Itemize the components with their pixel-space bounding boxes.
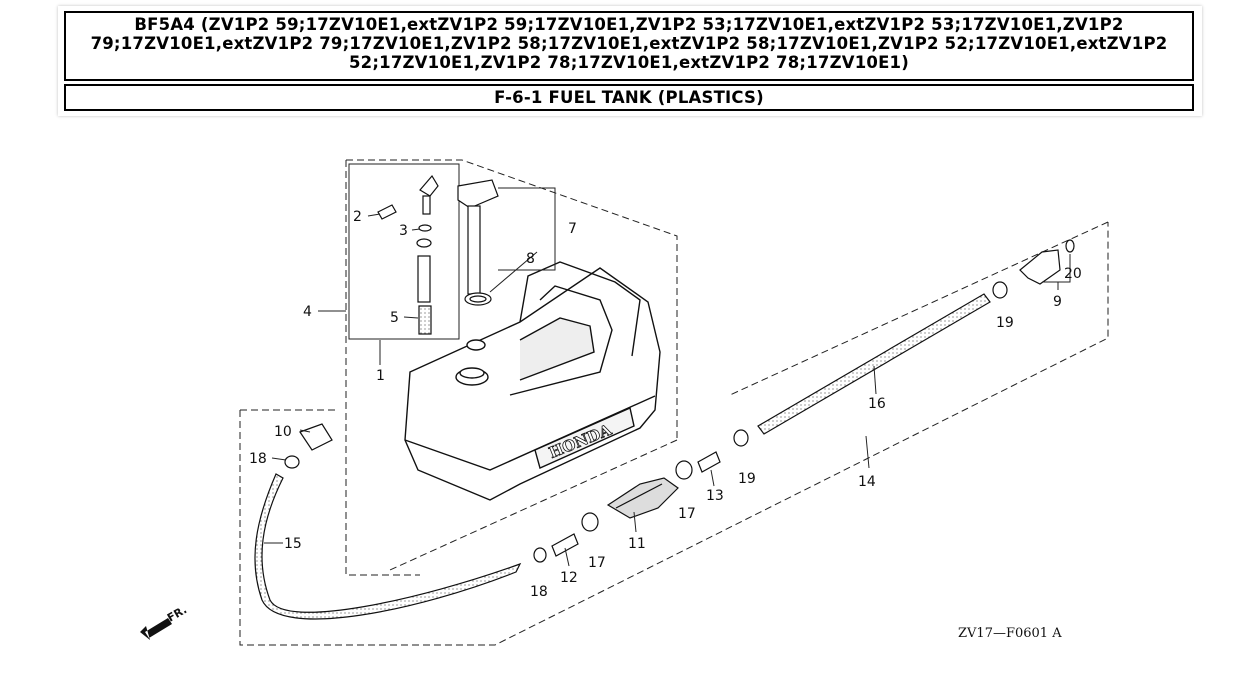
callout-5: 5 bbox=[390, 310, 399, 326]
callout-4: 4 bbox=[303, 304, 312, 320]
gauge-group-box bbox=[348, 163, 460, 340]
callout-2: 2 bbox=[353, 209, 362, 225]
callout-13: 13 bbox=[706, 488, 724, 504]
callout-9: 9 bbox=[1053, 294, 1062, 310]
section-title: F-6-1 FUEL TANK (PLASTICS) bbox=[64, 84, 1194, 111]
fuel-tank: HONDA bbox=[404, 261, 661, 501]
callout-18a: 18 bbox=[249, 451, 267, 467]
front-label: FR. bbox=[165, 603, 189, 624]
callout-1: 1 bbox=[376, 368, 385, 384]
callout-15: 15 bbox=[284, 536, 302, 552]
fuel-hoses bbox=[254, 293, 991, 620]
callout-20: 20 bbox=[1064, 266, 1082, 282]
callout-19a: 19 bbox=[738, 471, 756, 487]
drawing-code: ZV17—F0601 A bbox=[958, 626, 1062, 641]
assembly-outline bbox=[239, 159, 1109, 646]
front-direction-marker: FR. bbox=[140, 603, 189, 640]
callout-11: 11 bbox=[628, 536, 646, 552]
callout-17a: 17 bbox=[678, 506, 696, 522]
leader-lines bbox=[264, 187, 1071, 567]
callouts: 1 2 3 4 5 7 8 9 10 11 12 13 14 15 16 17 … bbox=[249, 209, 1082, 600]
arrow-icon bbox=[140, 618, 172, 640]
callout-12: 12 bbox=[560, 570, 578, 586]
callout-3: 3 bbox=[399, 223, 408, 239]
model-header: BF5A4 (ZV1P2 59;17ZV10E1,extZV1P2 59;17Z… bbox=[64, 11, 1194, 81]
callout-14: 14 bbox=[858, 474, 876, 490]
gauge-parts bbox=[284, 174, 1075, 563]
callout-19b: 19 bbox=[996, 315, 1014, 331]
callout-17b: 17 bbox=[588, 555, 606, 571]
callout-8: 8 bbox=[526, 251, 535, 267]
callout-10: 10 bbox=[274, 424, 292, 440]
callout-18b: 18 bbox=[530, 584, 548, 600]
callout-7: 7 bbox=[568, 221, 577, 237]
callout-16: 16 bbox=[868, 396, 886, 412]
